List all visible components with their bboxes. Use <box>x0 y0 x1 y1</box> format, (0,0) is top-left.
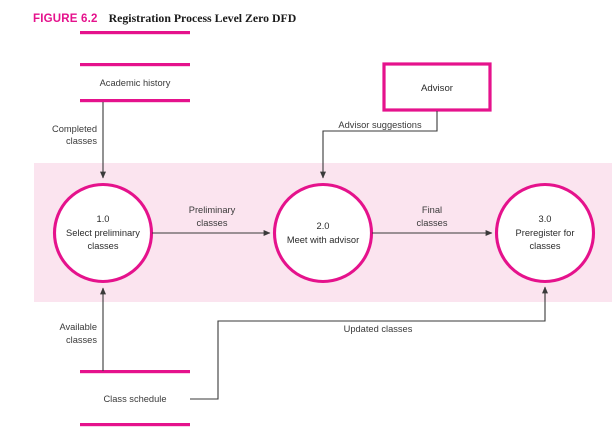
datastore-class-schedule: Class schedule <box>80 370 190 427</box>
datastore-academic-history-label: Academic history <box>100 78 171 88</box>
flow-advisor-suggestions: Advisor suggestions <box>320 111 438 179</box>
flow-advisor-suggestions-label-line1: Advisor suggestions <box>338 120 422 130</box>
flow-final-classes-label-line1: Final <box>422 205 442 215</box>
process-3-label-line2: classes <box>529 241 560 251</box>
flow-available-classes-label-line2: classes <box>66 335 97 345</box>
entity-advisor-box <box>382 62 492 112</box>
process-2-number: 2.0 <box>317 221 330 231</box>
flow-completed-classes-label-line1: Completed <box>52 124 97 134</box>
process-3-preregister-for-classes: 3.0 Preregister for classes <box>494 182 596 284</box>
figure-caption: FIGURE 6.2 Registration Process Level Zer… <box>33 9 296 27</box>
entity-advisor-label: Advisor <box>421 83 454 94</box>
process-3-circle <box>494 182 596 284</box>
flow-completed-classes: Completed classes <box>52 102 106 179</box>
datastore-class-schedule-top-line <box>80 370 190 374</box>
flow-advisor-suggestions-line <box>320 111 438 179</box>
datastore-academic-history-bottom-line <box>80 99 190 103</box>
flow-completed-classes-label-line2: classes <box>66 136 97 146</box>
process-2-circle <box>272 182 374 284</box>
process-1-number: 1.0 <box>97 214 110 224</box>
process-1-label-line2: classes <box>87 241 118 251</box>
flow-available-classes-label-line1: Available <box>59 322 97 332</box>
flow-updated-classes-line <box>190 290 546 400</box>
figure-number: FIGURE 6.2 <box>33 13 98 25</box>
process-3-number: 3.0 <box>539 214 552 224</box>
flow-preliminary-classes-label-line1: Preliminary <box>189 205 236 215</box>
entity-advisor: Advisor <box>382 62 492 112</box>
process-1-label-line1: Select preliminary <box>66 228 140 238</box>
process-2-meet-with-advisor: 2.0 Meet with advisor <box>272 182 374 284</box>
flow-final-classes: Final classes <box>372 205 493 236</box>
datastore-academic-history: Academic history <box>80 63 190 103</box>
flow-preliminary-classes-label-line2: classes <box>196 218 227 228</box>
flow-final-classes-label-line2: classes <box>416 218 447 228</box>
datastore-class-schedule-label: Class schedule <box>103 394 166 404</box>
process-1-circle <box>52 182 154 284</box>
process-1-select-preliminary-classes: 1.0 Select preliminary classes <box>52 182 154 284</box>
caption-rule <box>80 31 190 35</box>
flow-available-classes: Available classes <box>59 287 106 371</box>
flow-updated-classes-label-line1: Updated classes <box>344 324 413 334</box>
page-title: Registration Process Level Zero DFD <box>108 11 297 25</box>
datastore-academic-history-top-line <box>80 63 190 67</box>
datastore-class-schedule-bottom-line <box>80 423 190 427</box>
flow-preliminary-classes: Preliminary classes <box>152 205 271 236</box>
flow-updated-classes: Updated classes <box>190 290 546 400</box>
process-2-label-line1: Meet with advisor <box>287 235 359 245</box>
process-3-label-line1: Preregister for <box>516 228 575 238</box>
